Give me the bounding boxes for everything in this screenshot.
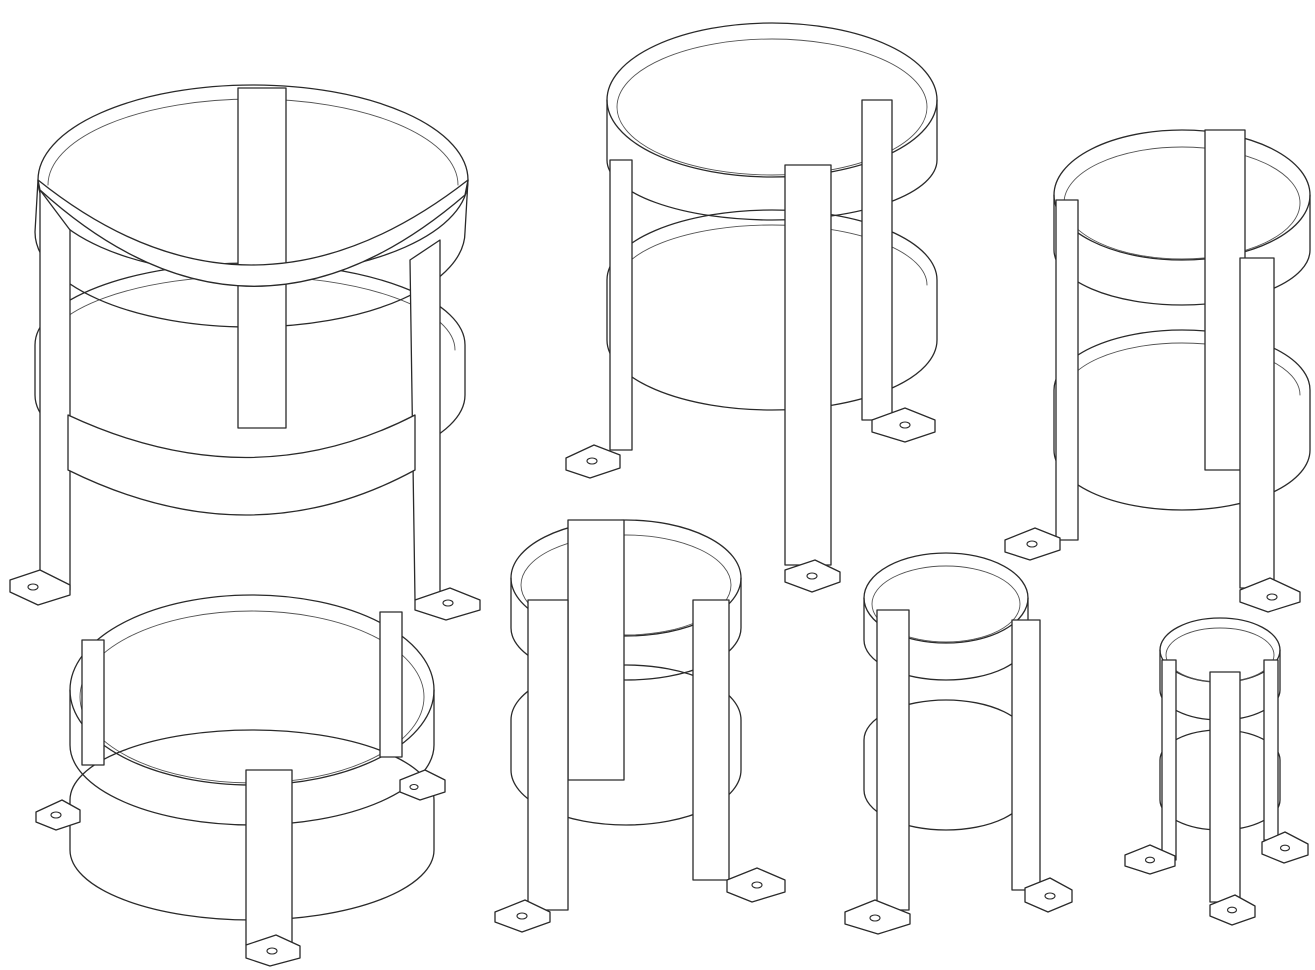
leg-left <box>527 599 569 911</box>
leg-front <box>784 164 832 566</box>
leg-left <box>1161 659 1177 861</box>
leg-right <box>692 599 730 881</box>
leg-left <box>609 159 633 451</box>
foot-tab-right <box>399 769 446 801</box>
leg-back <box>1204 129 1246 471</box>
leg-back <box>861 99 893 421</box>
guard-tall-narrow <box>1004 129 1311 613</box>
leg-left <box>39 189 71 601</box>
leg-front <box>1209 671 1241 903</box>
guard-large-3-leg <box>9 84 481 621</box>
leg-front <box>245 769 293 946</box>
leg-back <box>237 87 287 429</box>
leg-right <box>1011 619 1041 891</box>
leg-back <box>567 519 625 781</box>
guard-low-wide <box>35 594 446 967</box>
guard-mini <box>1124 617 1309 926</box>
leg-left <box>876 609 910 911</box>
guard-medium <box>494 519 786 933</box>
guard-small <box>844 552 1073 935</box>
leg-left <box>81 639 105 766</box>
guard-tall-3-leg <box>565 22 938 593</box>
leg-right <box>379 611 403 758</box>
leg-right <box>1263 659 1279 841</box>
foot-tab-left <box>9 569 71 606</box>
leg-left <box>1055 199 1079 541</box>
leg-front <box>1239 257 1275 589</box>
